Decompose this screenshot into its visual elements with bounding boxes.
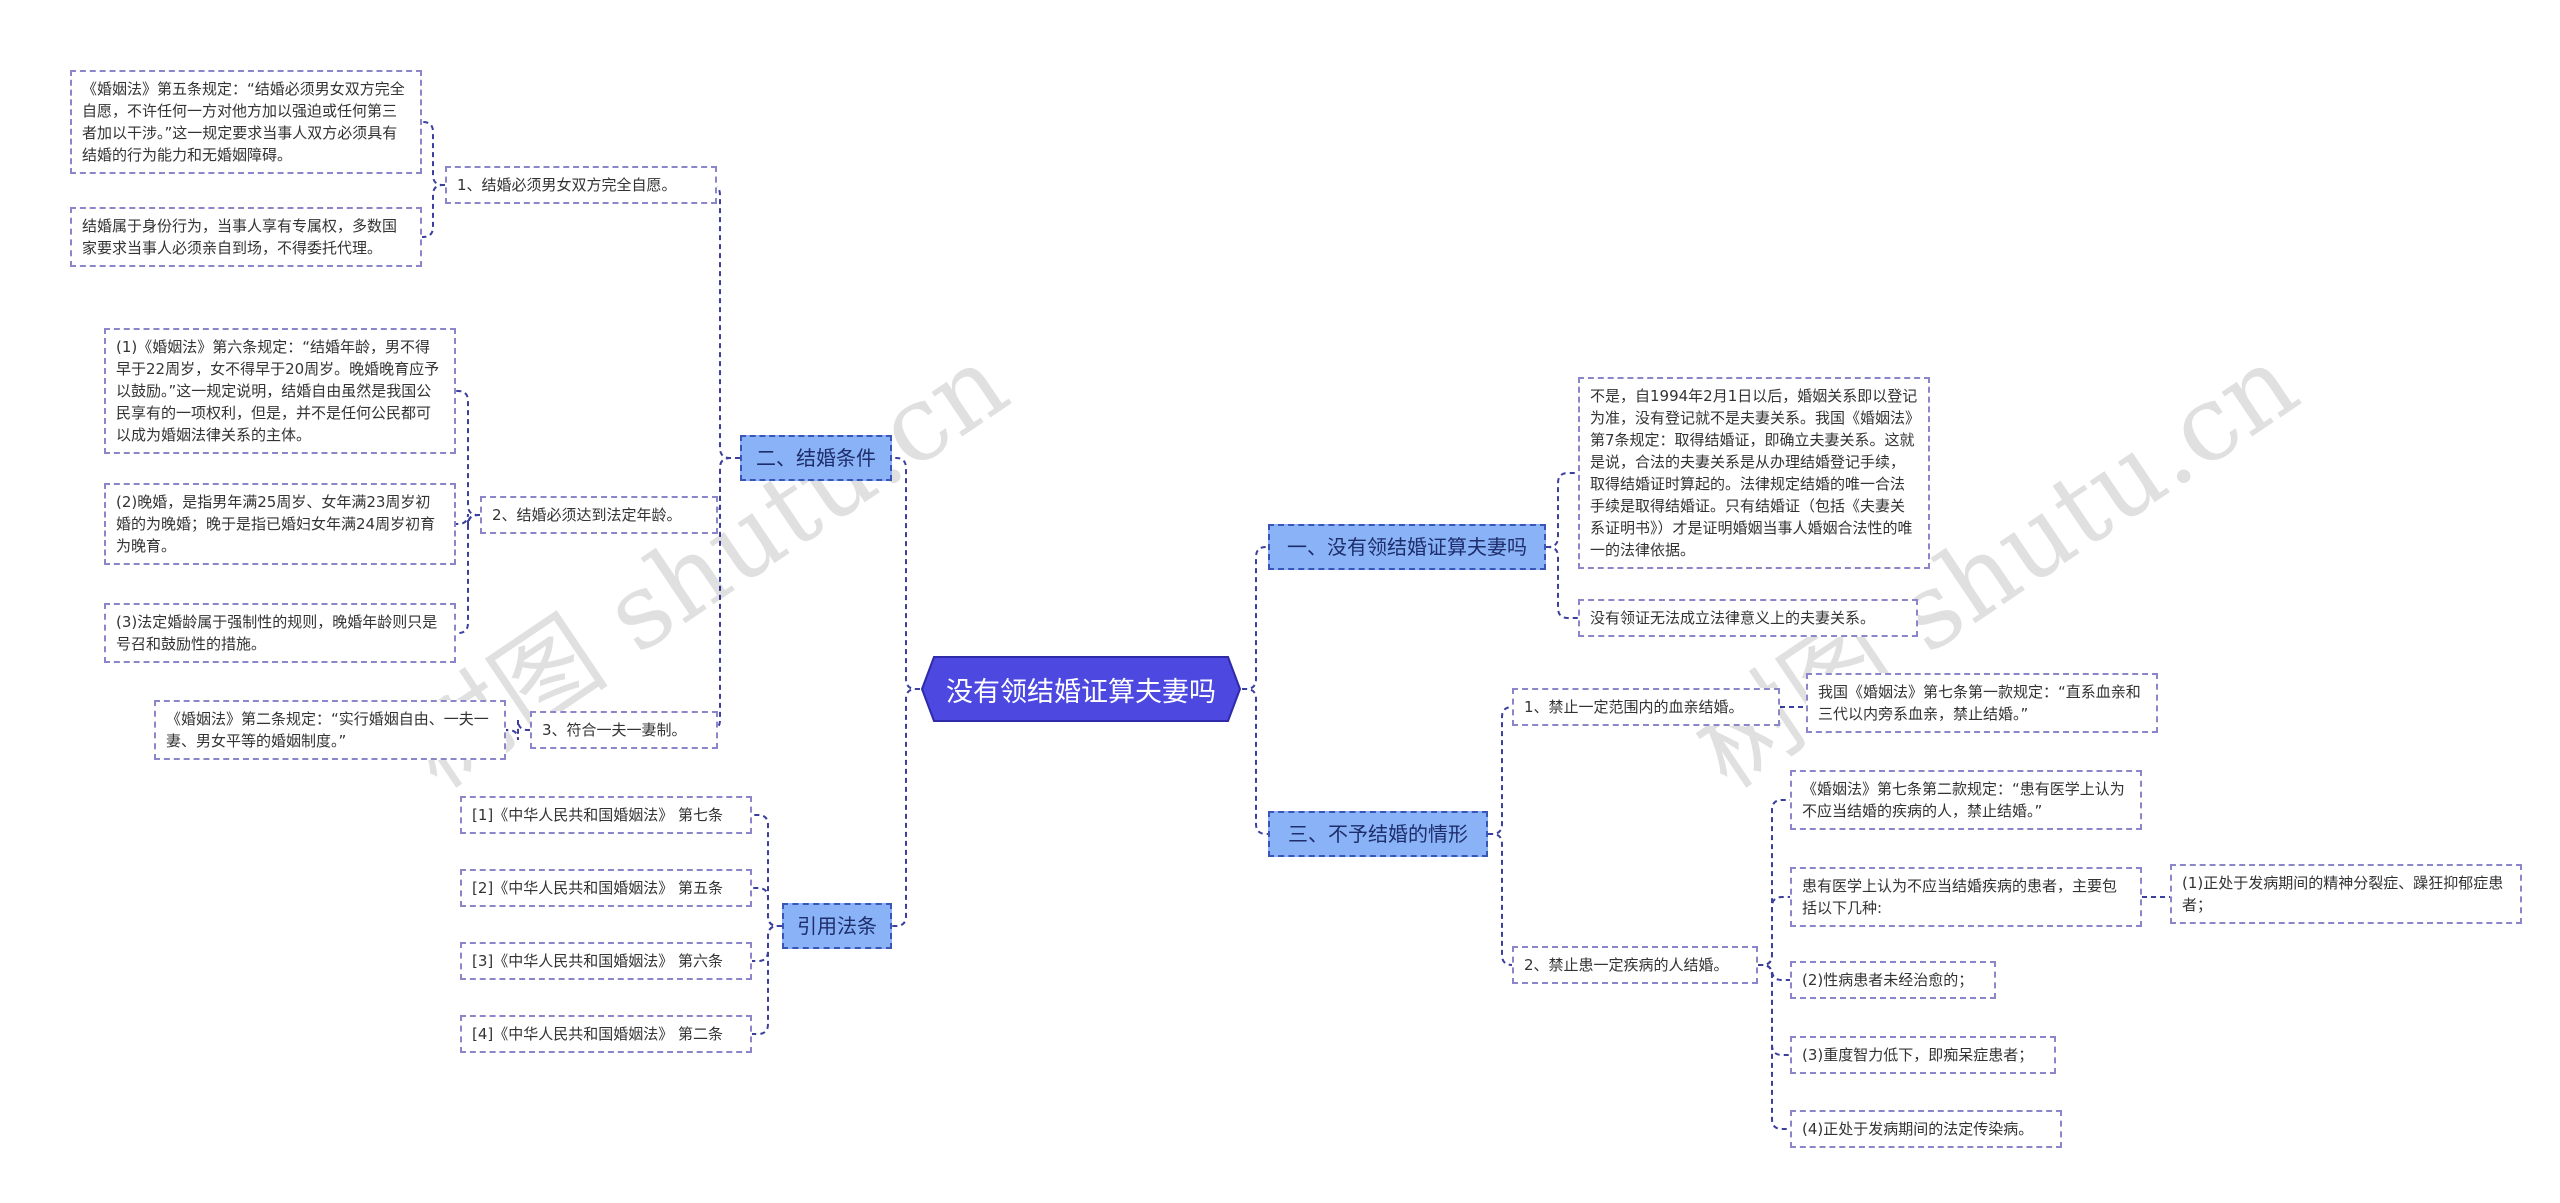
branch-no-certificate-question[interactable]: 一、没有领结婚证算夫妻吗 xyxy=(1268,524,1546,570)
connector-line xyxy=(456,390,480,516)
connector-line xyxy=(1758,799,1790,966)
connector-line xyxy=(1242,546,1268,690)
note-venereal-disease: (2)性病患者未经治愈的； xyxy=(1790,961,1996,999)
condition-item-legal-age[interactable]: 2、结婚必须达到法定年龄。 xyxy=(480,496,718,534)
condition-item-monogamy[interactable]: 3、符合一夫一妻制。 xyxy=(530,711,718,749)
connector-line xyxy=(1758,964,1790,1130)
prohibition-item-disease[interactable]: 2、禁止患一定疾病的人结婚。 xyxy=(1512,946,1758,984)
branch-citations[interactable]: 引用法条 xyxy=(782,903,892,949)
note-blood-relatives-law: 我国《婚姻法》第七条第一款规定：“直系血亲和三代以内旁系血亲，禁止结婚。” xyxy=(1806,673,2158,733)
connector-line xyxy=(422,184,445,238)
note-age-rule: (3)法定婚龄属于强制性的规则，晚婚年龄则只是号召和鼓励性的措施。 xyxy=(104,603,456,663)
note-late-marriage: (2)晚婚，是指男年满25周岁、女年满23周岁初婚的为晚婚；晚于是指已婚妇女年满… xyxy=(104,483,456,565)
note-monogamy-law: 《婚姻法》第二条规定：“实行婚姻自由、一夫一妻、男女平等的婚姻制度。” xyxy=(154,700,506,760)
root-topic-label: 没有领结婚证算夫妻吗 xyxy=(946,676,1216,708)
branch-prohibited-marriage[interactable]: 三、不予结婚的情形 xyxy=(1268,811,1488,857)
root-topic[interactable]: 没有领结婚证算夫妻吗 xyxy=(920,655,1242,723)
connector-line xyxy=(1758,896,1790,966)
note-no-legal-relationship: 没有领证无法成立法律意义上的夫妻关系。 xyxy=(1578,599,1918,637)
condition-item-voluntary[interactable]: 1、结婚必须男女双方完全自愿。 xyxy=(445,166,717,204)
connector-line xyxy=(1242,688,1268,835)
note-disease-types: 患有医学上认为不应当结婚疾病的患者，主要包括以下几种: xyxy=(1790,867,2142,927)
citation-item[interactable]: [4]《中华人民共和国婚姻法》 第二条 xyxy=(460,1015,752,1053)
note-voluntary-law: 《婚姻法》第五条规定：“结婚必须男女双方完全自愿，不许任何一方对他方加以强迫或任… xyxy=(70,70,422,174)
note-disease-law: 《婚姻法》第七条第二款规定：“患有医学上认为不应当结婚的疾病的人，禁止结婚。” xyxy=(1790,770,2142,830)
connector-line xyxy=(892,688,920,927)
note-infectious-disease: (4)正处于发病期间的法定传染病。 xyxy=(1790,1110,2062,1148)
connector-line xyxy=(709,184,740,459)
connector-line xyxy=(422,121,445,186)
note-registration-required: 不是，自1994年2月1日以后，婚姻关系即以登记为准，没有登记就不是夫妻关系。我… xyxy=(1578,377,1930,569)
root-topic-shape xyxy=(920,656,1242,722)
connector-line xyxy=(752,887,782,927)
note-mental-illness: (1)正处于发病期间的精神分裂症、躁狂抑郁症患者； xyxy=(2170,864,2522,924)
citation-item[interactable]: [2]《中华人民共和国婚姻法》 第五条 xyxy=(460,869,752,907)
branch-marriage-conditions[interactable]: 二、结婚条件 xyxy=(740,435,892,481)
connector-line xyxy=(752,925,782,1035)
connector-line xyxy=(1546,546,1578,619)
connector-line xyxy=(1546,472,1578,548)
note-legal-age-law: (1)《婚姻法》第六条规定：“结婚年龄，男不得早于22周岁，女不得早于20周岁。… xyxy=(104,328,456,454)
connector-line xyxy=(456,514,480,634)
connector-line xyxy=(752,814,782,927)
connector-line xyxy=(1758,964,1790,981)
citation-item[interactable]: [1]《中华人民共和国婚姻法》 第七条 xyxy=(460,796,752,834)
note-voluntary-personal: 结婚属于身份行为，当事人享有专属权，多数国家要求当事人必须亲自到场，不得委托代理… xyxy=(70,207,422,267)
citation-item[interactable]: [3]《中华人民共和国婚姻法》 第六条 xyxy=(460,942,752,980)
connector-line xyxy=(506,719,530,741)
connector-line xyxy=(892,457,920,690)
connector-line xyxy=(1488,833,1513,966)
note-intellectual-disability: (3)重度智力低下，即痴呆症患者； xyxy=(1790,1036,2056,1074)
connector-line xyxy=(1758,964,1790,1056)
connector-line xyxy=(1488,706,1513,835)
prohibition-item-blood-relatives[interactable]: 1、禁止一定范围内的血亲结婚。 xyxy=(1512,688,1780,726)
